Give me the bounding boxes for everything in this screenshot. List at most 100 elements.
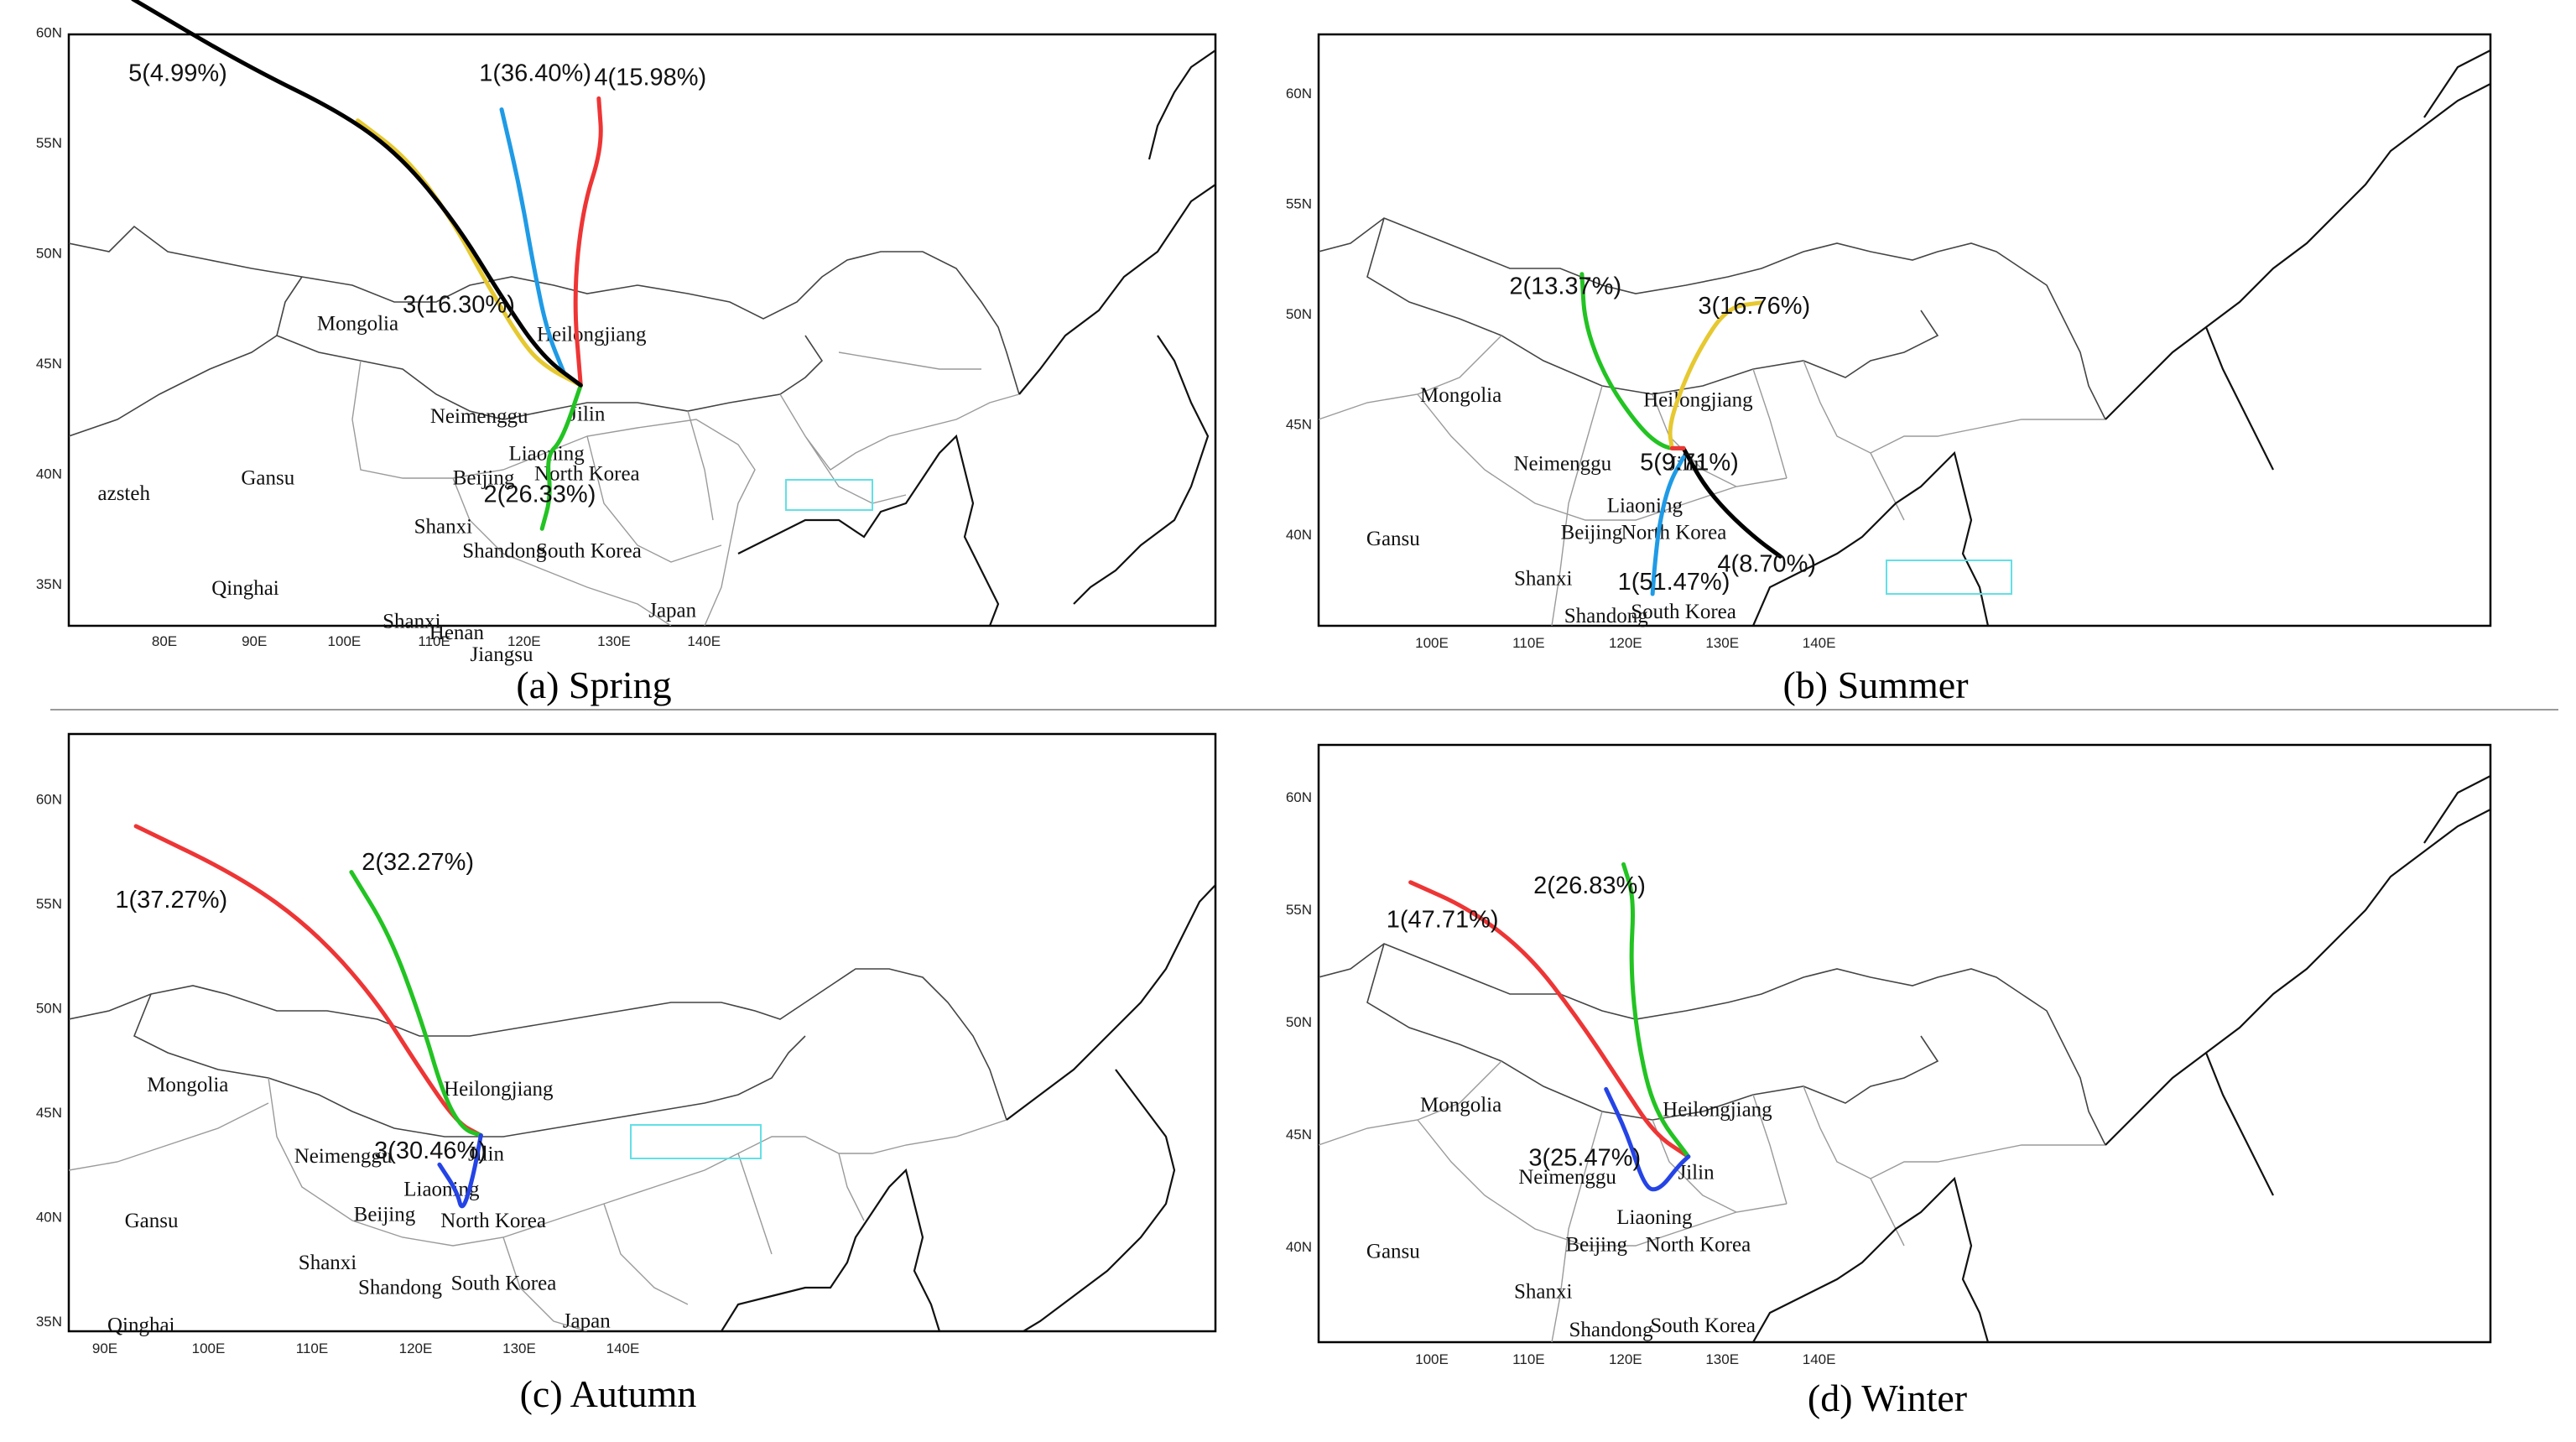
caption-autumn: (c) Autumn (519, 1372, 697, 1415)
y-tick-label: 50N (36, 1001, 62, 1017)
russia-border (1319, 943, 2106, 1146)
place-label: Neimenggu (430, 405, 528, 428)
x-tick-label: 130E (597, 633, 631, 649)
caption-spring: (a) Spring (516, 664, 672, 706)
place-label: Japan (563, 1309, 611, 1332)
place-label: Beijing (354, 1203, 416, 1226)
trajectory-label: 1(37.27%) (115, 887, 227, 914)
map-frame (67, 33, 1217, 627)
province-lines (1319, 1060, 2105, 1342)
mongolia-border (1366, 217, 1939, 395)
x-tick-label: 120E (507, 633, 541, 649)
province-lines (351, 351, 1020, 626)
province-lines (69, 1077, 1007, 1331)
y-tick-label: 45N (1286, 1127, 1312, 1143)
x-tick-label: 140E (606, 1340, 640, 1356)
place-label: Heilongjiang (537, 324, 647, 346)
place-label: Beijing (1561, 521, 1623, 544)
y-tick-label: 50N (36, 246, 62, 262)
place-label: Shanxi (414, 516, 473, 539)
y-ticks: 35N40N45N50N55N60N65N (36, 25, 62, 593)
place-label: Gansu (241, 467, 294, 490)
x-tick-label: 140E (687, 633, 721, 649)
trajectory-line (1408, 880, 1691, 1159)
trajectory-line (1604, 1086, 1691, 1192)
y-tick-label: 40N (1286, 527, 1312, 543)
place-label: Shanxi (1514, 567, 1573, 590)
place-label: Gansu (1366, 1240, 1420, 1262)
x-tick-label: 130E (1705, 635, 1739, 651)
mongolia-border (133, 993, 806, 1137)
y-tick-label: 50N (1286, 1014, 1312, 1030)
place-label: Beijing (453, 467, 515, 490)
place-label: Mongolia (317, 313, 398, 336)
map-frame (1317, 33, 2492, 627)
y-tick-label: 55N (36, 896, 62, 912)
coastline (721, 884, 1215, 1331)
x-tick-label: 120E (1609, 1351, 1642, 1367)
place-label: Shandong (358, 1277, 443, 1299)
trajectory-line (356, 118, 583, 388)
y-tick-label: 40N (36, 1210, 62, 1226)
place-label: Shanxi (1514, 1281, 1573, 1304)
x-tick-label: 120E (1609, 635, 1642, 651)
place-label: Jiangsu (471, 643, 534, 666)
trajectories: 1(37.27%)2(32.27%)3(30.46%) (115, 824, 487, 1209)
trajectory-line (539, 383, 583, 531)
trajectory-label: 2(26.83%) (1533, 872, 1646, 899)
trajectory-line (573, 96, 603, 388)
place-label: Heilongjiang (1663, 1099, 1772, 1122)
trajectory-label: 3(16.76%) (1698, 293, 1810, 320)
trajectory-label: 2(13.37%) (1509, 273, 1621, 299)
russia-border (1319, 217, 2106, 420)
coastline (1752, 775, 2490, 1342)
trajectory-label: 3(16.30%) (403, 292, 515, 319)
trajectory-label: 4(15.98%) (594, 65, 706, 91)
caption-winter: (d) Winter (1807, 1377, 1968, 1419)
trajectory-line (131, 0, 583, 388)
y-tick-label: 40N (36, 466, 62, 482)
russia-border (69, 968, 1007, 1121)
place-label: Liaoning (1607, 495, 1684, 518)
highlight-box (630, 1124, 762, 1159)
trajectory-label: 2(26.33%) (484, 482, 596, 508)
basemap (69, 49, 1215, 626)
x-tick-label: 90E (242, 633, 267, 649)
y-tick-label: 50N (1286, 306, 1312, 322)
map-frame (67, 732, 1217, 1333)
y-tick-label: 55N (1286, 196, 1312, 212)
y-tick-label: 60N (36, 792, 62, 808)
place-label: Mongolia (147, 1074, 228, 1096)
x-tick-label: 110E (418, 633, 450, 649)
place-label: Shanxi (382, 611, 441, 633)
trajectory-line (499, 107, 567, 377)
place-label: Heilongjiang (1643, 388, 1753, 411)
highlight-box (1886, 560, 2012, 595)
trajectory-line (437, 1132, 483, 1209)
place-label: North Korea (1646, 1233, 1751, 1256)
x-tick-label: 80E (152, 633, 177, 649)
place-label: Mongolia (1420, 1094, 1501, 1117)
russia-border (69, 225, 1020, 395)
y-tick-label: 55N (1286, 902, 1312, 918)
x-tick-label: 110E (1512, 635, 1544, 651)
trajectory-line (349, 870, 483, 1137)
place-label: Heilongjiang (444, 1078, 554, 1101)
place-label: South Korea (536, 539, 642, 562)
trajectory-line (1579, 272, 1686, 450)
x-tick-label: 110E (1512, 1351, 1544, 1367)
y-tick-label: 45N (1286, 417, 1312, 433)
trajectory-label: 5(4.99%) (128, 60, 227, 86)
y-tick-label: 45N (36, 1105, 62, 1121)
trajectory-label: 3(25.47%) (1528, 1145, 1641, 1172)
mongolia-border (276, 276, 824, 420)
panel-separator (50, 709, 2558, 711)
place-label: North Korea (440, 1210, 546, 1232)
x-tick-label: 130E (502, 1340, 536, 1356)
